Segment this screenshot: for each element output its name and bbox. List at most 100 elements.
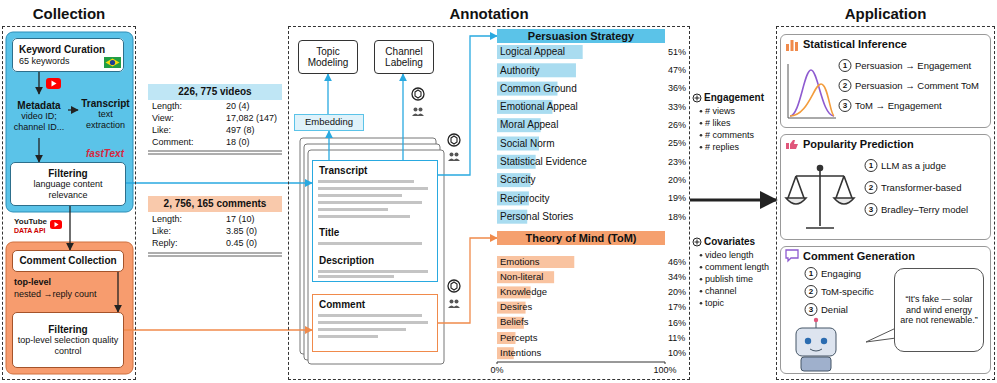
text-label: publish time bbox=[705, 274, 753, 284]
section-panel: CollectionKeyword Curation65 keywordsMet… bbox=[2, 26, 136, 380]
text-label: Comment: bbox=[152, 137, 194, 147]
robot-icon bbox=[821, 338, 827, 344]
robot-icon bbox=[814, 318, 818, 322]
text-label: DATA API bbox=[14, 227, 46, 235]
number-circle bbox=[865, 204, 877, 216]
annotator-icons bbox=[412, 88, 424, 100]
text-label: # likes bbox=[705, 118, 731, 128]
node-heading: Embedding bbox=[305, 117, 353, 128]
node-text: ToM-specific bbox=[821, 287, 874, 298]
text-label: Engagement bbox=[704, 92, 764, 104]
node-text: Persuasion → Engagement bbox=[855, 61, 971, 72]
document-text-lines bbox=[318, 187, 428, 190]
text-label: Emotional Appeal bbox=[500, 101, 578, 113]
speech-bubble: “It's fake — solar and wind energy are n… bbox=[894, 268, 984, 352]
section-panel: ApplicationStatistical InferencePersuasi… bbox=[776, 26, 995, 380]
divider-lines bbox=[148, 151, 282, 152]
text-label: Length: bbox=[152, 214, 182, 224]
youtube-api-icon bbox=[50, 220, 62, 229]
bullet-dots bbox=[700, 110, 703, 113]
text-label: 19% bbox=[668, 193, 686, 203]
text-label: # replies bbox=[705, 142, 739, 152]
connector bbox=[328, 131, 329, 160]
text-label: 20% bbox=[668, 287, 686, 297]
node-heading: Collection bbox=[3, 5, 135, 22]
bullet-dots bbox=[700, 302, 703, 305]
process-box: Filteringtop-level selection quality con… bbox=[12, 312, 124, 368]
brazil-flag bbox=[104, 57, 121, 68]
divider-lines bbox=[148, 253, 282, 254]
robot-icon bbox=[805, 338, 811, 344]
divider-lines bbox=[148, 256, 282, 257]
bullet-dots bbox=[700, 290, 703, 293]
text-label: 0.45 (0) bbox=[226, 238, 257, 248]
node-heading: 226, 775 videos bbox=[178, 86, 251, 98]
text-label: Reply: bbox=[152, 238, 178, 248]
node-text: language content relevance bbox=[14, 179, 122, 200]
text-label: 17,082 (147) bbox=[226, 113, 277, 123]
text-label: 34% bbox=[668, 272, 686, 282]
callout-number: 3 bbox=[805, 305, 817, 315]
youtube-icon bbox=[46, 78, 61, 89]
callout-number: 2 bbox=[865, 183, 877, 193]
connector bbox=[690, 199, 776, 202]
process-box: Filteringlanguage content relevance bbox=[10, 162, 126, 206]
bar bbox=[497, 63, 576, 77]
document-text-lines bbox=[318, 321, 428, 324]
document-card-stack bbox=[308, 150, 444, 364]
stats-band: 226, 775 videos bbox=[148, 84, 282, 100]
text-label: Beliefs bbox=[500, 317, 529, 328]
document-card-stack bbox=[300, 138, 444, 364]
brazil-flag bbox=[110, 60, 115, 65]
text-label: fastText bbox=[86, 148, 124, 160]
connector bbox=[438, 238, 497, 323]
callout-number: 3 bbox=[839, 101, 851, 111]
number-circle bbox=[865, 182, 877, 194]
application-box: Popularity PredictionLLM as a judgeTrans… bbox=[780, 134, 991, 240]
text-label: 47% bbox=[668, 65, 686, 75]
number-circle bbox=[805, 304, 817, 316]
distribution-chart bbox=[790, 84, 834, 116]
bullet-dots bbox=[700, 254, 703, 257]
connector bbox=[69, 206, 70, 250]
number-circle bbox=[839, 60, 851, 72]
text-label: 11% bbox=[668, 333, 685, 343]
node-heading: Comment bbox=[319, 299, 365, 311]
text-label: 26% bbox=[668, 120, 686, 130]
text-label: Authority bbox=[500, 65, 539, 77]
number-circle bbox=[839, 80, 851, 92]
text-label: 18 (0) bbox=[226, 137, 250, 147]
document-text-lines bbox=[318, 335, 378, 338]
text-label: Logical Appeal bbox=[500, 46, 565, 58]
bullet-dots bbox=[700, 278, 703, 281]
text-label: 46% bbox=[668, 257, 686, 267]
document-text-lines bbox=[318, 180, 428, 338]
process-box: Topic Modeling bbox=[298, 40, 358, 74]
node-text: LLM as a judge bbox=[881, 161, 946, 172]
node-text: Denial bbox=[821, 305, 848, 316]
callout-number: 1 bbox=[865, 161, 877, 171]
divider-lines bbox=[148, 151, 282, 256]
chart-header: Persuasion Strategy bbox=[497, 29, 665, 43]
stats-band: 2, 756, 165 comments bbox=[148, 196, 282, 212]
bar bbox=[497, 271, 554, 283]
text-label: 3.85 (0) bbox=[226, 226, 257, 236]
plus-icon bbox=[693, 94, 701, 246]
bubble-tail bbox=[866, 328, 896, 342]
robot-icon bbox=[796, 318, 836, 371]
collection-panels bbox=[6, 32, 133, 212]
document-text-lines bbox=[318, 194, 402, 197]
connector bbox=[402, 74, 403, 160]
text-label: View: bbox=[152, 113, 174, 123]
scales-icon bbox=[786, 198, 854, 204]
text-label: topic bbox=[705, 298, 724, 308]
bullet-dots bbox=[700, 266, 703, 269]
number-circle bbox=[865, 160, 877, 172]
text-label: Knowledge bbox=[500, 287, 547, 298]
plus-icon bbox=[695, 96, 700, 101]
robot-icon bbox=[796, 328, 836, 356]
brazil-flag bbox=[104, 57, 121, 68]
youtube-api-icon bbox=[50, 220, 62, 229]
